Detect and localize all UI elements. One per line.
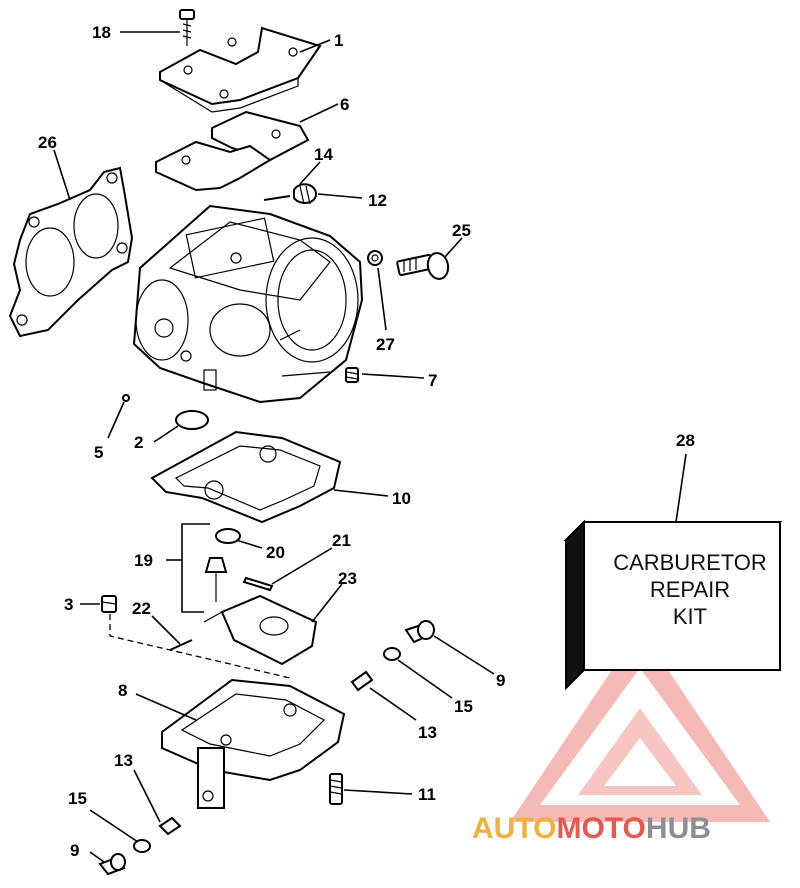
part-19-bracket bbox=[166, 523, 210, 613]
callout-9-upper: 9 bbox=[496, 671, 505, 690]
part-9-screw-lower bbox=[98, 853, 126, 876]
carburetor-body bbox=[132, 204, 364, 404]
part-18-screw bbox=[179, 9, 195, 46]
leader-lines bbox=[53, 31, 687, 863]
watermark-logo bbox=[510, 628, 770, 822]
part-3-plug bbox=[101, 595, 117, 613]
callout-27: 27 bbox=[376, 335, 395, 354]
part-10-gasket bbox=[150, 430, 342, 524]
callout-8: 8 bbox=[118, 681, 127, 700]
callout-11: 11 bbox=[418, 785, 436, 804]
svg-text:AUTOMOTOHUB: AUTOMOTOHUB bbox=[472, 812, 711, 845]
callout-26: 26 bbox=[38, 133, 57, 152]
callout-labels: 18 1 6 26 14 12 25 27 7 5 2 10 28 19 20 … bbox=[38, 23, 695, 860]
part-21-clip bbox=[242, 576, 274, 592]
kit-line-1: CARBURETOR bbox=[613, 550, 767, 575]
callout-13-lower: 13 bbox=[114, 751, 133, 770]
callout-13-upper: 13 bbox=[418, 723, 437, 742]
kit-line-2: REPAIR bbox=[650, 577, 730, 602]
part-26-gasket bbox=[8, 166, 134, 338]
part-23-float bbox=[203, 594, 318, 666]
watermark-text: AUTOMOTOHUB bbox=[472, 812, 711, 845]
callout-1: 1 bbox=[334, 31, 343, 50]
part-28-kit-box bbox=[563, 519, 783, 691]
needle-valve bbox=[204, 557, 228, 602]
part-15-washer-lower bbox=[133, 839, 151, 853]
part-5-ball bbox=[122, 394, 130, 402]
callout-15-upper: 15 bbox=[454, 697, 473, 716]
part-25-screw bbox=[396, 252, 450, 280]
part-15-washer-upper bbox=[383, 647, 401, 661]
watermark-moto: MOTO bbox=[556, 812, 645, 845]
part-14-pin bbox=[263, 195, 291, 201]
part-2-plug bbox=[175, 410, 209, 430]
callout-10: 10 bbox=[392, 489, 411, 508]
kit-line-3: KIT bbox=[673, 604, 707, 629]
callout-22: 22 bbox=[132, 599, 151, 618]
callout-2: 2 bbox=[134, 433, 143, 452]
callout-6: 6 bbox=[340, 95, 349, 114]
callout-23: 23 bbox=[338, 569, 357, 588]
callout-14: 14 bbox=[314, 145, 333, 164]
callout-3: 3 bbox=[64, 595, 73, 614]
callout-7: 7 bbox=[428, 371, 437, 390]
part-9-screw-upper bbox=[404, 620, 435, 644]
part-20-oring bbox=[215, 528, 241, 544]
part-7-plug bbox=[345, 367, 359, 383]
part-13-jet-upper bbox=[350, 670, 374, 692]
part-11-screw bbox=[329, 773, 343, 805]
part-12-screw bbox=[293, 183, 318, 205]
watermark-auto: AUTO bbox=[472, 812, 556, 845]
part-13-jet-lower bbox=[158, 816, 182, 836]
callout-9-lower: 9 bbox=[70, 841, 79, 860]
callout-12: 12 bbox=[368, 191, 387, 210]
watermark-hub: HUB bbox=[646, 812, 711, 845]
part-8-float-bowl bbox=[161, 678, 346, 809]
kit-label: CARBURETOR REPAIR KIT bbox=[613, 550, 767, 629]
part-27-lockwasher bbox=[367, 250, 383, 266]
part-22-pin bbox=[169, 639, 193, 651]
callout-19: 19 bbox=[134, 551, 153, 570]
callout-21: 21 bbox=[332, 531, 351, 550]
callout-25: 25 bbox=[452, 221, 471, 240]
callout-18: 18 bbox=[92, 23, 111, 42]
callout-5: 5 bbox=[94, 443, 103, 462]
part-1-cover bbox=[159, 26, 322, 113]
part-6-gasket bbox=[155, 110, 310, 192]
callout-28: 28 bbox=[676, 431, 695, 450]
callout-15-lower: 15 bbox=[68, 789, 87, 808]
callout-20: 20 bbox=[266, 543, 285, 562]
